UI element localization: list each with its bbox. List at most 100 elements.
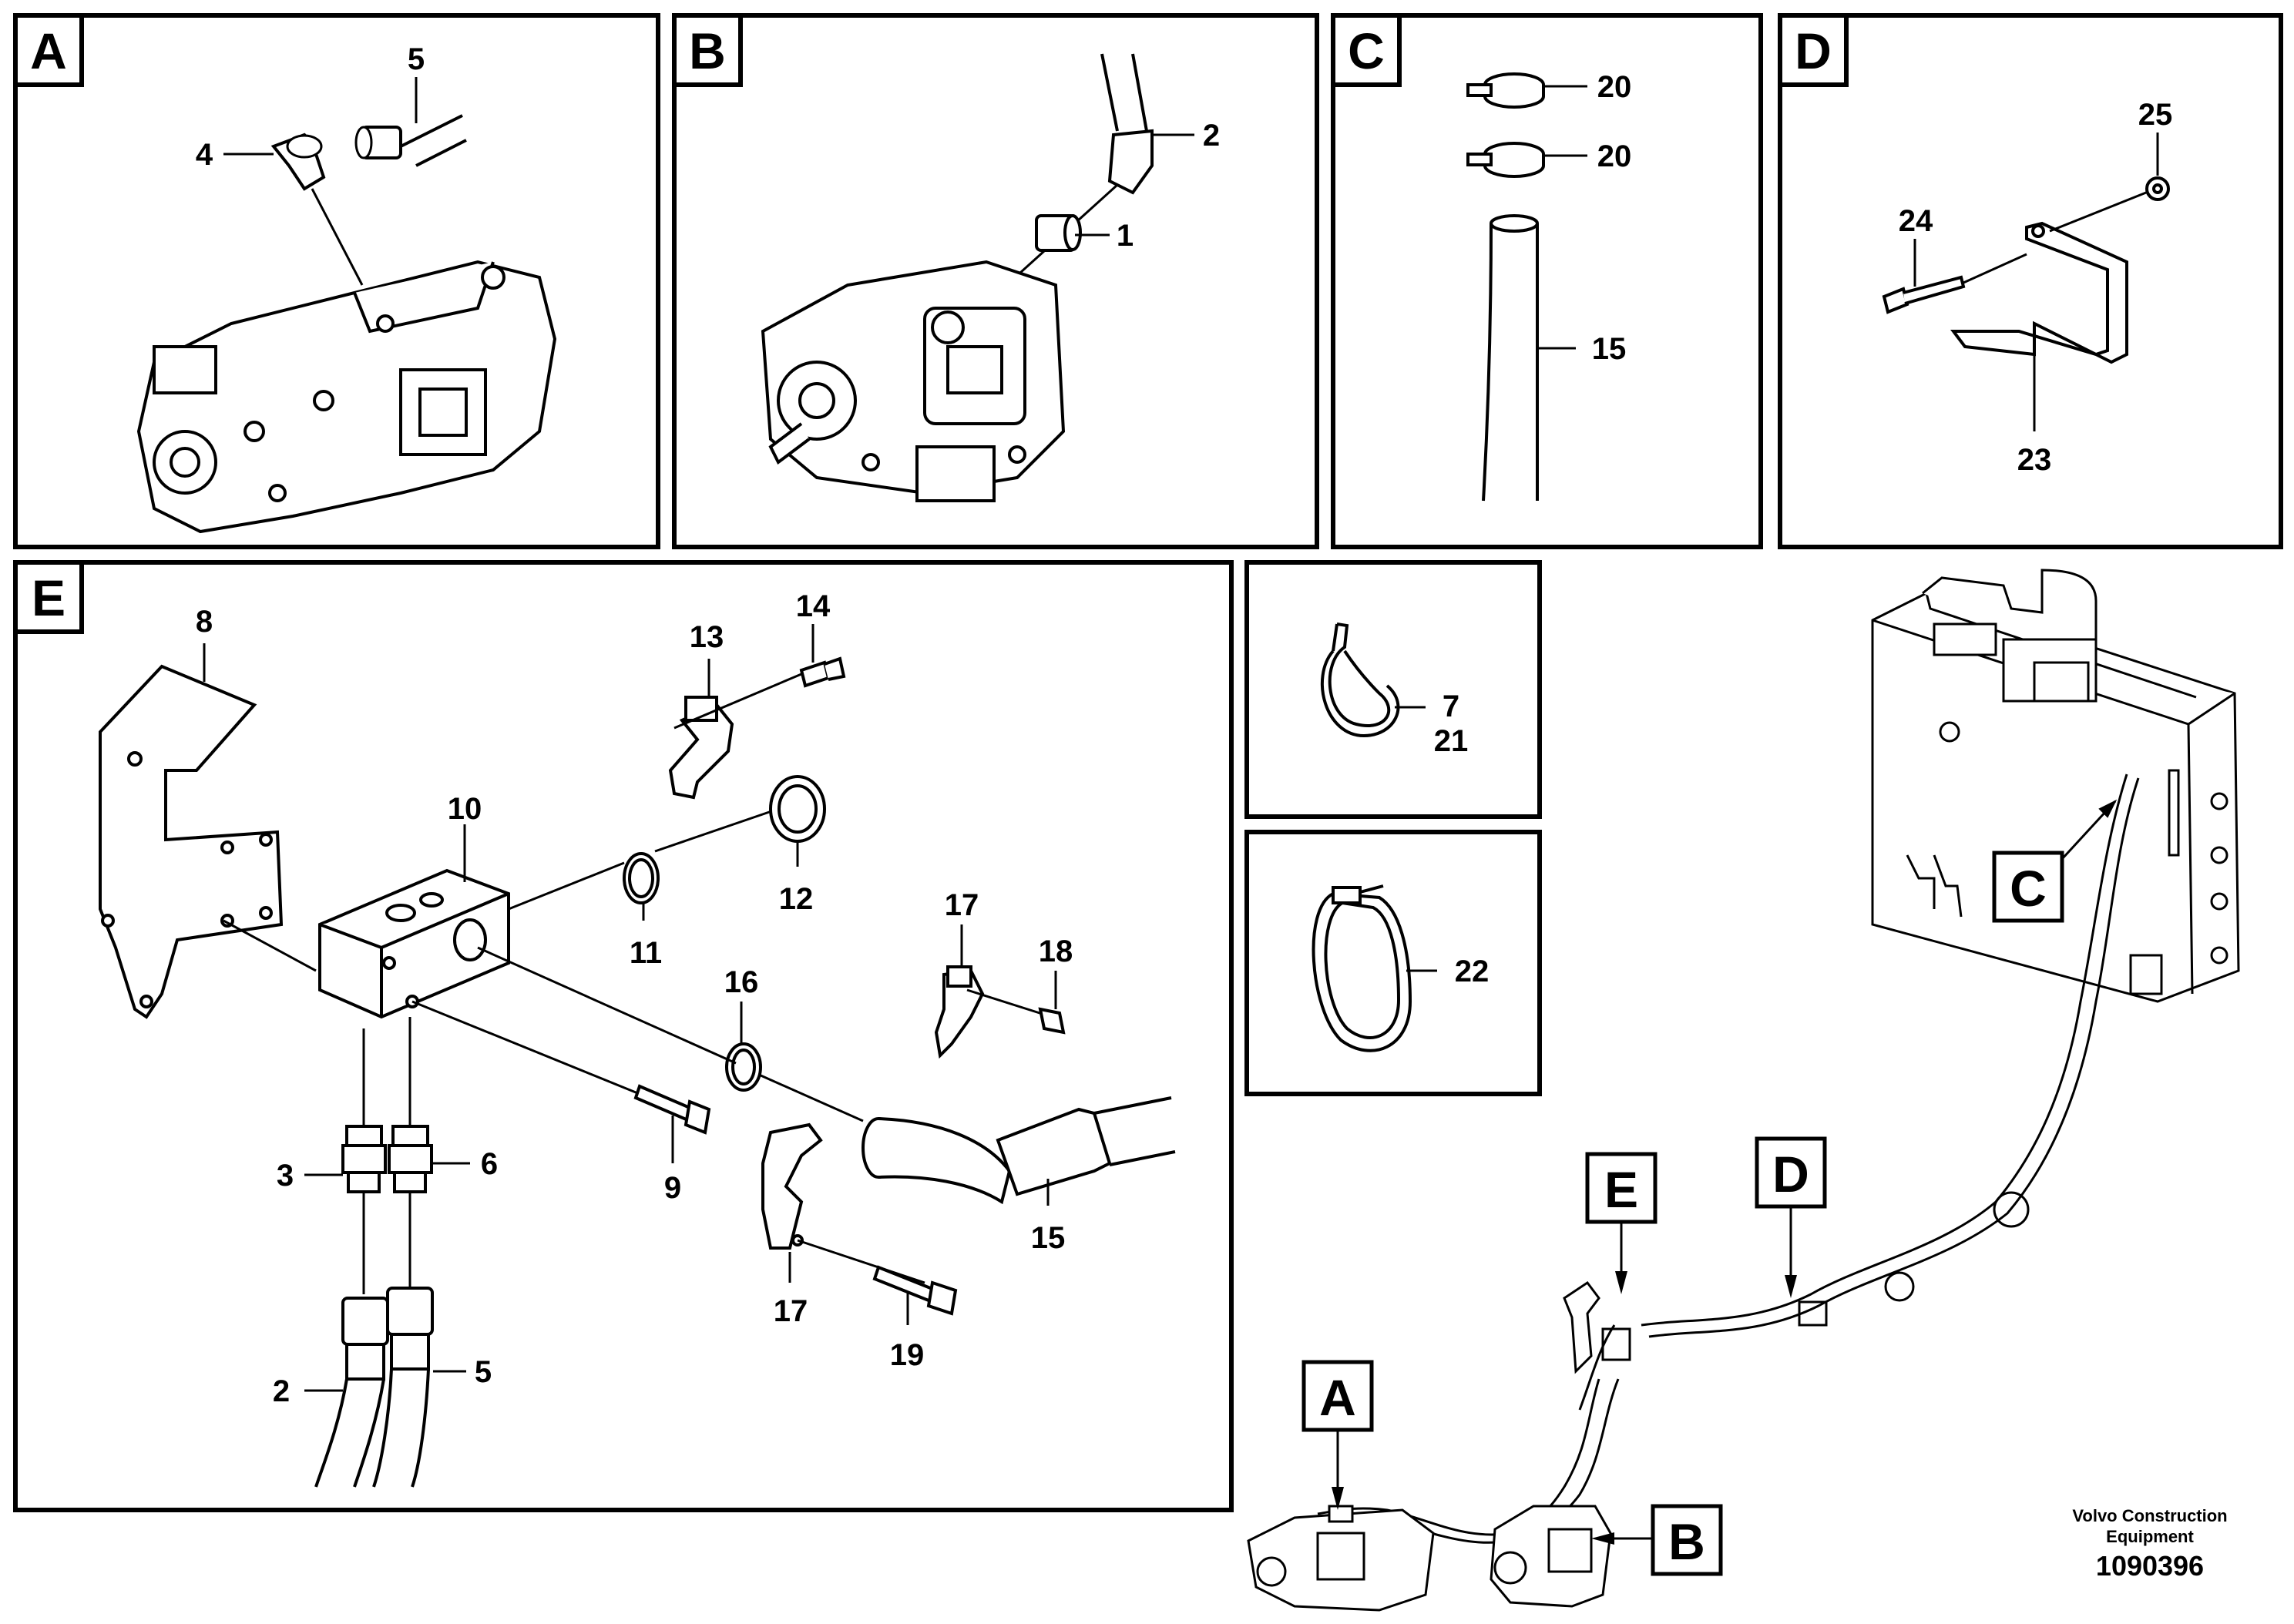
panel-e-union-3 (341, 1125, 387, 1193)
panel-a-nut (354, 126, 402, 159)
overview-bracket (1563, 1280, 1600, 1374)
panel-e-clamp-13 (668, 696, 734, 800)
label-20-lower: 20 (1597, 139, 1632, 173)
panel-clamp-band-frame (1244, 830, 1542, 1096)
panel-d-bolt-leader (1963, 253, 2027, 284)
label-4: 4 (196, 138, 213, 172)
cable-tie-drawing (1321, 622, 1400, 738)
callout-a: A (1302, 1360, 1374, 1510)
label-17-upper: 17 (945, 888, 979, 922)
overview-assembly: C E D A B (1247, 569, 2240, 1612)
panel-a-tag (13, 13, 84, 87)
callout-c: C (1992, 799, 2118, 923)
panel-e-frame (13, 560, 1234, 1512)
label-22: 22 (1455, 955, 1490, 988)
panel-e-bolt-14 (799, 656, 846, 688)
panel-d-tag (1778, 13, 1849, 87)
label-14: 14 (796, 589, 831, 623)
panel-e-tag (13, 560, 84, 634)
panel-e: E (13, 560, 1234, 1512)
label-5: 5 (408, 42, 425, 76)
panel-d-washer (2145, 176, 2170, 201)
panel-e-clamp-17-lower (761, 1122, 823, 1250)
panel-e-bolt19-leader (797, 1239, 925, 1284)
panel-b-adapter (1035, 214, 1082, 252)
label-1: 1 (1117, 219, 1134, 253)
panel-d-leader (2049, 191, 2147, 233)
label-10: 10 (448, 792, 482, 826)
panel-d-frame (1778, 13, 2283, 549)
panel-a-elbow (270, 133, 326, 191)
panel-e-oring-leader-1 (508, 861, 625, 911)
panel-e-bolt14-leader (673, 673, 802, 730)
label-23: 23 (2017, 443, 2052, 477)
brand-line-1: Volvo Construction (2072, 1506, 2227, 1525)
panel-d-letter: D (1795, 22, 1832, 79)
panel-a-frame (13, 13, 660, 549)
callout-e-letter: E (1604, 1161, 1638, 1218)
callout-d: D (1755, 1136, 1827, 1298)
label-13: 13 (690, 620, 724, 654)
panel-e-bolt-19 (872, 1265, 958, 1316)
label-6: 6 (481, 1147, 498, 1181)
overview-pump-a (1247, 1505, 1435, 1612)
panel-c: C 20 20 15 (1331, 13, 1763, 549)
panel-e-flange-leader (477, 946, 737, 1065)
callout-b: B (1591, 1504, 1723, 1576)
brand-line-2: Equipment (2106, 1527, 2194, 1546)
label-2-e: 2 (273, 1374, 290, 1408)
label-16: 16 (724, 965, 759, 999)
label-18: 18 (1039, 934, 1073, 968)
panel-a-pump (136, 260, 557, 534)
panel-e-clamp-17-upper (934, 965, 985, 1059)
panel-clamp-band: 22 (1244, 830, 1542, 1096)
label-3: 3 (277, 1159, 294, 1193)
overview-pump-b (1490, 1505, 1612, 1608)
label-21: 21 (1434, 724, 1469, 758)
panel-e-hose-5 (372, 1287, 434, 1488)
panel-d-bolt (1882, 275, 1966, 314)
panel-e-union-6 (388, 1125, 433, 1193)
callout-c-letter: C (2010, 860, 2047, 917)
panel-e-bracket (99, 664, 284, 1019)
label-20-upper: 20 (1597, 70, 1632, 104)
panel-c-clamp-lower (1466, 142, 1545, 178)
label-11: 11 (630, 936, 662, 970)
panel-e-bolt9-leader (411, 1000, 640, 1096)
panel-e-block (318, 868, 510, 1019)
label-8: 8 (196, 605, 213, 639)
panel-d-bracket (1950, 221, 2128, 364)
panel-b-elbow (1107, 129, 1154, 195)
callout-b-letter: B (1668, 1513, 1705, 1570)
panel-e-seal-12 (769, 775, 826, 843)
overview-hydraulic-tank (1871, 569, 2240, 1003)
panel-e-oring-16 (725, 1042, 762, 1092)
panel-c-frame (1331, 13, 1763, 549)
panel-cable-tie-frame (1244, 560, 1542, 819)
panel-c-hose (1482, 214, 1540, 502)
panel-cable-tie: 7 21 (1244, 560, 1542, 819)
callout-e: E (1585, 1152, 1658, 1294)
panel-a: A 5 4 (13, 13, 660, 549)
overview-hose-route (1317, 773, 2140, 1544)
panel-e-bolt-18 (1038, 1007, 1066, 1035)
callout-d-letter: D (1772, 1146, 1809, 1203)
panel-e-flange-leader-2 (758, 1073, 864, 1122)
callout-a-letter: A (1319, 1369, 1356, 1426)
panel-e-letter: E (32, 569, 65, 626)
panel-c-clamp-upper (1466, 72, 1545, 109)
panel-a-letter: A (30, 22, 67, 79)
label-12: 12 (779, 882, 814, 916)
label-19: 19 (890, 1338, 925, 1372)
label-15-c: 15 (1592, 332, 1627, 366)
panel-e-hose-2 (314, 1297, 389, 1488)
document-number: 1090396 (2096, 1550, 2204, 1582)
label-24: 24 (1899, 204, 1933, 238)
panel-b-pump (761, 260, 1066, 502)
clamp-band-drawing (1312, 884, 1412, 1052)
panel-d: D 25 24 23 (1778, 13, 2283, 549)
panel-a-hose (400, 114, 467, 167)
panel-e-oring-leader-2 (654, 807, 779, 853)
